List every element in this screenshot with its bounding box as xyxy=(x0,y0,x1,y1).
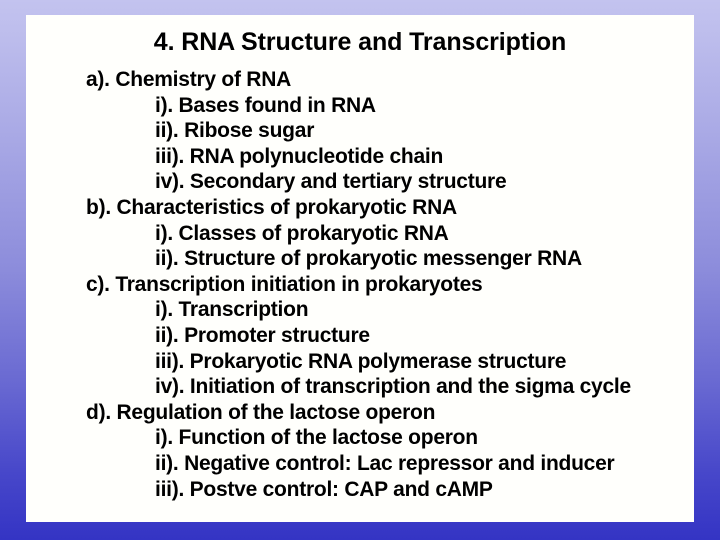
outline-item-level1: c). Transcription initiation in prokaryo… xyxy=(86,272,483,296)
outline-item-level1: b). Characteristics of prokaryotic RNA xyxy=(86,195,457,219)
outline-item-level1: d). Regulation of the lactose operon xyxy=(86,400,436,424)
outline-item-level2: iv). Secondary and tertiary structure xyxy=(155,170,507,194)
outline-item-level2: iii). Prokaryotic RNA polymerase structu… xyxy=(155,349,567,373)
slide-title: 4. RNA Structure and Transcription xyxy=(153,28,567,56)
outline-item-level2: iv). Initiation of transcription and the… xyxy=(155,375,631,399)
outline-item-level2: ii). Structure of prokaryotic messenger … xyxy=(155,247,582,271)
outline-item-level1: a). Chemistry of RNA xyxy=(86,68,292,91)
outline-item-level2: i). Bases found in RNA xyxy=(155,93,376,117)
outline-item-level2: iii). RNA polynucleotide chain xyxy=(155,144,444,168)
outline-item-level2: i). Classes of prokaryotic RNA xyxy=(155,221,449,245)
outline-item-level2: ii). Negative control: Lac repressor and… xyxy=(155,451,615,475)
slide-content-panel: 4. RNA Structure and Transcription a). C… xyxy=(26,15,694,522)
outline-item-level2: i). Function of the lactose operon xyxy=(155,426,478,450)
outline-item-level2: ii). Ribose sugar xyxy=(155,119,315,143)
outline-item-level2: iii). Postve control: CAP and cAMP xyxy=(155,477,493,501)
outline-item-level2: i). Transcription xyxy=(155,298,309,322)
outline-item-level2: ii). Promoter structure xyxy=(155,323,370,347)
